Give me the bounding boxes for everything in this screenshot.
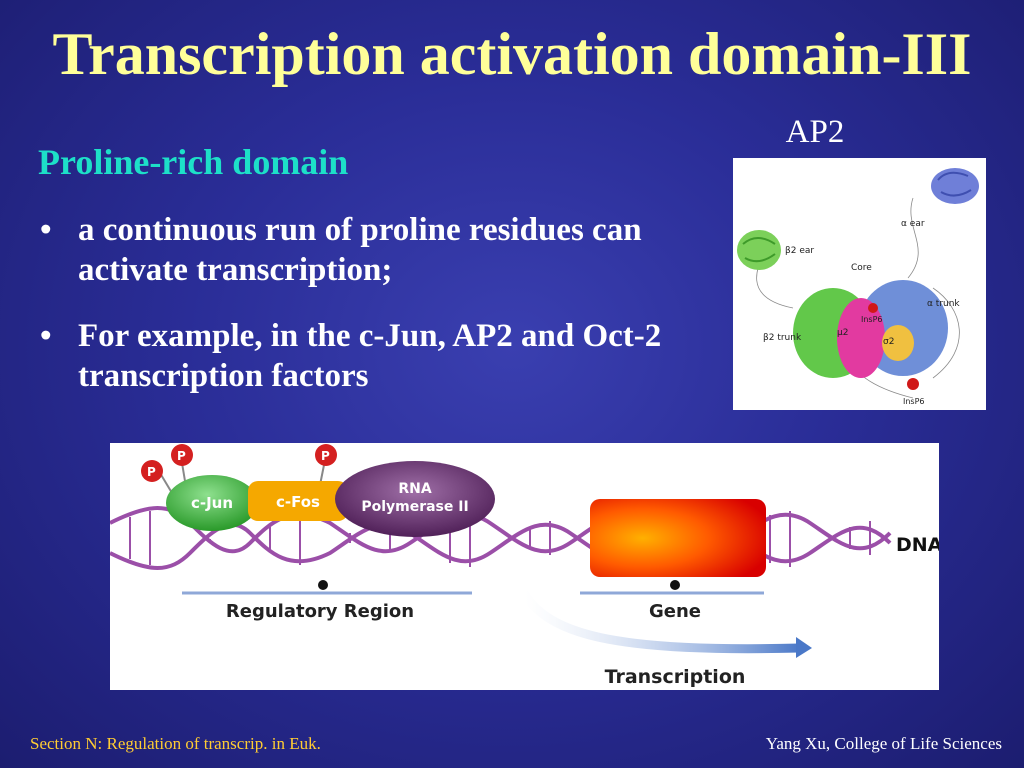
sigma2-domain (882, 325, 914, 361)
protein-structure-svg: α ear β2 ear Core α trunk InsP6 µ2 σ2 β2… (737, 168, 979, 406)
bullet-list: • a continuous run of proline residues c… (38, 210, 718, 422)
label-beta2-trunk: β2 trunk (763, 333, 802, 343)
slide-title: Transcription activation domain-III (52, 21, 972, 87)
bullet-glyph: • (40, 212, 52, 248)
insp6-core-sphere (868, 303, 878, 313)
insp6-bottom-sphere (907, 378, 919, 390)
rna-polymerase (335, 461, 495, 537)
phospho-group: P (141, 460, 173, 494)
transcription-arrowhead (796, 637, 812, 658)
gene-block (590, 499, 766, 577)
cjun-label: c-Jun (191, 494, 233, 512)
phospho-label: P (147, 465, 156, 479)
cjun-protein (166, 475, 258, 531)
label-insp6-core: InsP6 (861, 315, 883, 324)
label-sigma2: σ2 (883, 337, 894, 347)
subheading: Proline-rich domain (38, 142, 349, 182)
transcription-label: Transcription (605, 666, 746, 688)
beta2-ear-domain (737, 230, 781, 270)
phospho-group: P (315, 444, 337, 486)
rnapol-label-line1: RNA (398, 481, 431, 497)
bullet-glyph: • (40, 318, 52, 354)
regulatory-label: Regulatory Region (226, 601, 414, 622)
phospho-label: P (177, 449, 186, 463)
label-alpha-ear: α ear (901, 219, 925, 229)
protein-structure-figure: α ear β2 ear Core α trunk InsP6 µ2 σ2 β2… (733, 158, 986, 410)
cfos-label: c-Fos (276, 493, 320, 511)
gene-label: Gene (649, 601, 701, 622)
gene-marker (670, 580, 680, 590)
cfos-protein (248, 481, 348, 521)
label-beta2-ear: β2 ear (785, 246, 814, 256)
dna-label: DNA (896, 534, 939, 556)
mu2-domain (837, 298, 885, 378)
transcription-arrow (520, 590, 805, 654)
footer-author: Yang Xu, College of Life Sciences (765, 734, 1002, 753)
bullet-item: • For example, in the c-Jun, AP2 and Oct… (38, 316, 718, 396)
label-alpha-trunk: α trunk (927, 299, 960, 309)
regulatory-marker (318, 580, 328, 590)
label-mu2: µ2 (837, 328, 848, 338)
rnapol-label-line2: Polymerase II (361, 499, 468, 515)
bullet-text: a continuous run of proline residues can… (78, 212, 642, 288)
alpha-ear-domain (931, 168, 979, 204)
label-insp6-bottom: InsP6 (903, 397, 925, 406)
bullet-text: For example, in the c-Jun, AP2 and Oct-2… (78, 318, 662, 394)
tether-lines (756, 197, 960, 399)
protein-caption: AP2 (785, 114, 845, 150)
bullet-item: • a continuous run of proline residues c… (38, 210, 718, 290)
transcription-diagram: DNA P P P c-Jun (109, 443, 943, 690)
transcription-diagram-svg: DNA P P P c-Jun (109, 444, 943, 688)
footer-section: Section N: Regulation of transcrip. in E… (30, 734, 321, 753)
label-core: Core (851, 263, 872, 273)
phospho-label: P (321, 449, 330, 463)
